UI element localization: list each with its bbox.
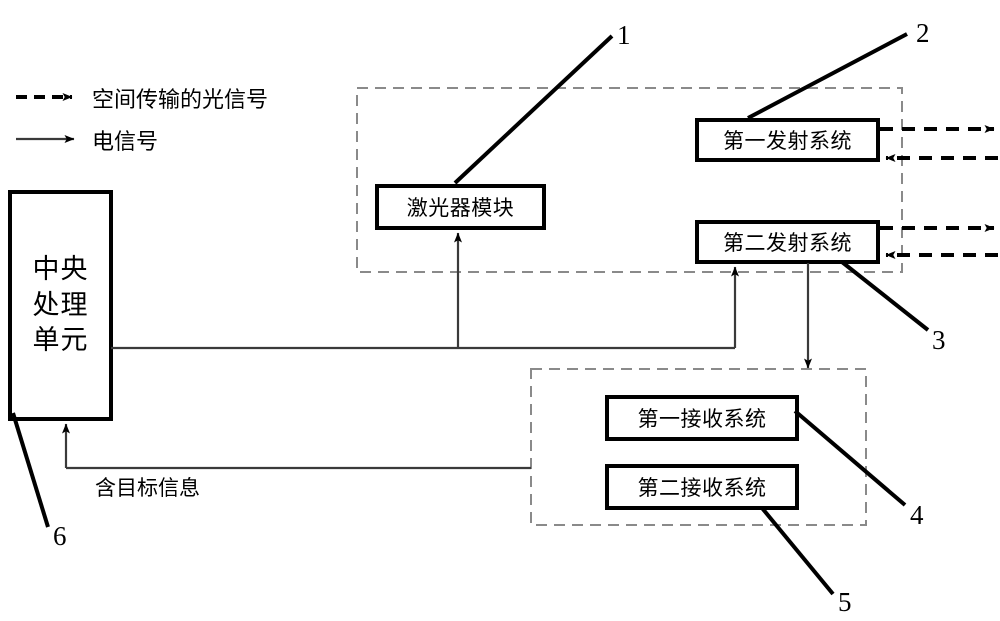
- callout-leader-1: [453, 34, 614, 185]
- callout-number-4: 4: [910, 500, 924, 530]
- target-info-feedback-line: [62, 423, 531, 470]
- laser-module-box: [375, 184, 546, 230]
- cpu-box: [8, 190, 113, 421]
- callout-leader-4: [793, 409, 907, 507]
- cpu-signal-bus: [111, 232, 739, 350]
- legend-label-optical: 空间传输的光信号: [92, 88, 269, 113]
- callout-number-2: 2: [916, 18, 930, 48]
- tx2-box: [695, 220, 880, 264]
- callout-leader-2: [747, 32, 908, 120]
- callout-number-1: 1: [617, 20, 631, 50]
- legend-label-electrical: 电信号: [92, 130, 159, 155]
- callout-leader-6: [11, 412, 50, 528]
- callout-number-3: 3: [932, 325, 946, 355]
- callout-leader-3: [840, 260, 930, 332]
- callout-number-5: 5: [838, 587, 852, 617]
- transmit-group-container: [356, 87, 903, 273]
- callout-leader-5: [760, 506, 835, 596]
- receive-group-container: [530, 368, 867, 526]
- target-info-label: 含目标信息: [95, 476, 200, 500]
- rx1-box: [605, 395, 799, 441]
- rx2-box: [605, 464, 799, 510]
- tx1-box: [695, 118, 880, 162]
- callout-number-6: 6: [53, 521, 67, 551]
